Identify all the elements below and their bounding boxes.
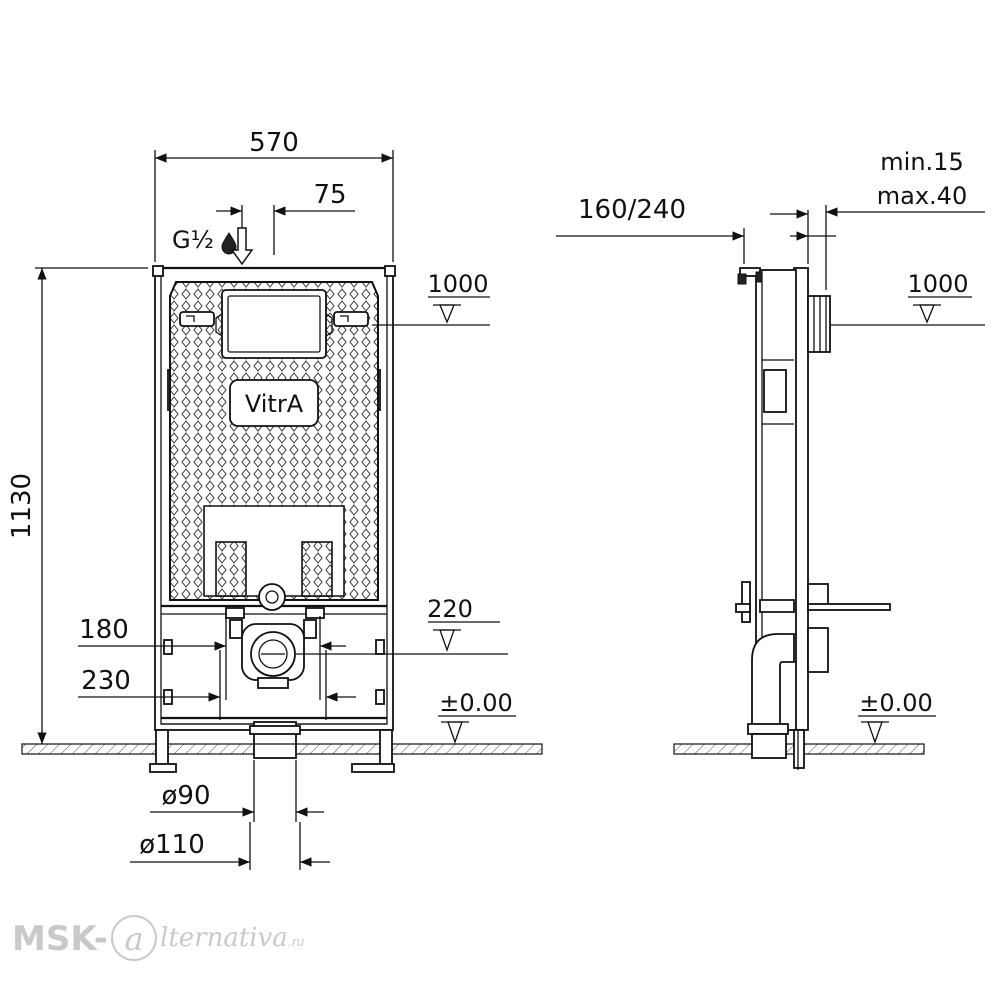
dim-diam-110: ø110 — [130, 822, 330, 870]
side-view: 160/240 min.15 max.40 1000 ±0.00 — [556, 148, 985, 770]
pipe-thread-label: G½ — [172, 226, 214, 254]
watermark-suffix: lternativa — [160, 923, 288, 953]
dim-diam-90-label: ø90 — [162, 781, 211, 811]
dim-230-label: 230 — [81, 666, 131, 696]
level-1000-side: 1000 — [830, 270, 985, 326]
water-drop-icon — [221, 232, 237, 255]
dim-180: 180 — [78, 615, 346, 700]
brand-logo: VitrA — [229, 379, 319, 427]
dim-min-max: min.15 max.40 — [790, 148, 985, 290]
level-1000-side-label: 1000 — [907, 270, 968, 298]
dim-width-label: 570 — [249, 128, 299, 158]
side-frame — [735, 267, 891, 770]
max-label: max.40 — [877, 182, 967, 210]
dim-wall-depth: 160/240 — [556, 195, 809, 264]
min-label: min.15 — [880, 148, 963, 176]
dim-offset-label: 75 — [313, 180, 346, 210]
watermark-prefix: MSK- — [12, 919, 108, 959]
dim-diam-110-label: ø110 — [139, 830, 205, 860]
dim-height-1130: 1130 — [7, 267, 148, 744]
cistern-tank — [169, 281, 379, 601]
arrow-down-icon — [230, 227, 254, 266]
level-zero-front-label: ±0.00 — [439, 689, 513, 717]
dim-width-570: 570 — [154, 128, 394, 262]
level-1000-front: 1000 — [372, 270, 490, 326]
dim-180-label: 180 — [79, 615, 129, 645]
watermark-letter: a — [124, 920, 143, 958]
level-1000-front-label: 1000 — [427, 270, 488, 298]
water-inlet: G½ — [172, 226, 254, 266]
level-zero-front: ±0.00 — [438, 689, 516, 744]
flush-plate-icon — [179, 311, 369, 327]
watermark: MSK- a lternativa .ru — [12, 915, 305, 961]
level-zero-side: ±0.00 — [858, 689, 936, 744]
level-220: 220 — [296, 595, 508, 655]
dim-wall-depth-label: 160/240 — [578, 195, 686, 225]
drain-assembly — [225, 583, 325, 759]
brand-logo-text: VitrA — [245, 390, 304, 418]
dim-height-label: 1130 — [7, 473, 37, 539]
flush-plate-opening — [215, 289, 333, 359]
level-220-label: 220 — [427, 595, 473, 623]
dim-diam-90: ø90 — [150, 760, 324, 822]
dim-230: 230 — [78, 650, 356, 720]
front-view: VitrA 570 — [7, 128, 543, 870]
dim-offset-75: 75 — [216, 180, 355, 255]
watermark-domain: .ru — [288, 935, 305, 949]
level-zero-side-label: ±0.00 — [859, 689, 933, 717]
